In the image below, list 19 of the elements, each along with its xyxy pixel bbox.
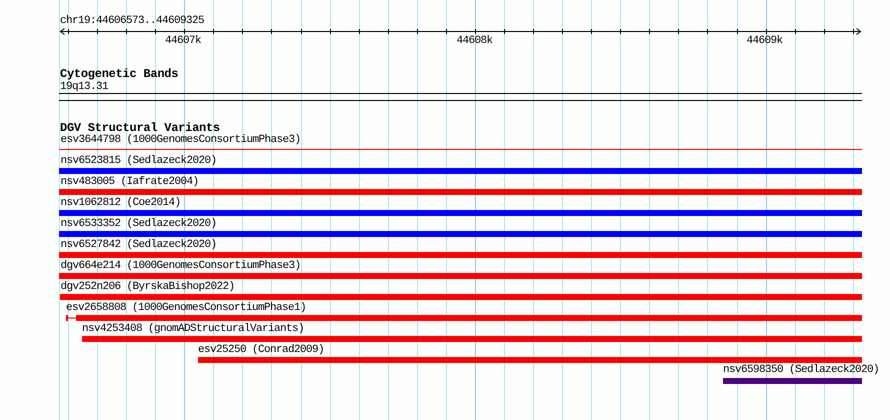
- feature-label: nsv483005 (Iafrate2004): [60, 176, 199, 188]
- locus-label: chr19:44606573..44609325: [60, 15, 204, 27]
- feature-label: nsv6533352 (Sedlazeck2020): [60, 218, 217, 230]
- feature-label: nsv4253408 (gnomADStructuralVariants): [82, 323, 304, 335]
- feature-label: nsv6598350 (Sedlazeck2020): [723, 364, 880, 376]
- feature-label: nsv6523815 (Sedlazeck2020): [60, 155, 217, 167]
- band-label: 19q13.31: [60, 80, 108, 92]
- tick-label: 44608k: [456, 35, 492, 47]
- feature-label: dgv252n206 (ByrskaBishop2022): [60, 281, 235, 293]
- feature-label: dgv664e214 (1000GenomesConsortiumPhase3): [60, 260, 301, 272]
- track-title: DGV Structural Variants: [60, 122, 220, 134]
- feature-label: nsv1062812 (Coe2014): [60, 197, 181, 209]
- feature-label: esv3644798 (1000GenomesConsortiumPhase3): [60, 134, 301, 146]
- feature-label: esv2658808 (1000GenomesConsortiumPhase1): [66, 302, 306, 314]
- track-title: Cytogenetic Bands: [60, 68, 178, 80]
- feature-label: nsv6527842 (Sedlazeck2020): [60, 239, 217, 251]
- tick-label: 44607k: [165, 35, 201, 47]
- tick-label: 44609k: [746, 35, 782, 47]
- feature-label: esv25250 (Conrad2009): [198, 344, 324, 356]
